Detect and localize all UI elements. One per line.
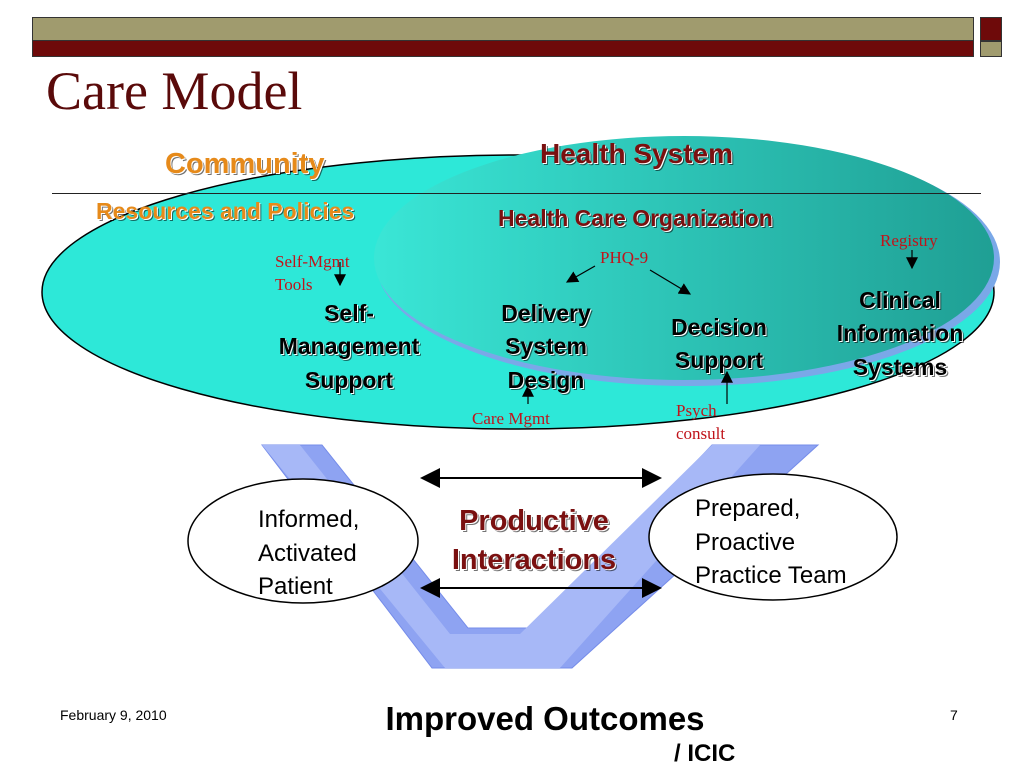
corner-square-olive — [980, 41, 1002, 57]
health-system-label: Health System — [540, 138, 733, 169]
page-number: 7 — [950, 707, 958, 723]
header-bar-olive — [32, 17, 974, 41]
slide-title: Care Model — [46, 61, 303, 121]
source-label: / ICIC — [674, 740, 736, 767]
psych-consult-annotation: Psych consult — [676, 401, 726, 443]
improved-outcomes: Improved Outcomes — [385, 700, 705, 737]
phq9-annotation: PHQ-9 — [600, 248, 649, 267]
phq9-arrow-left — [565, 265, 596, 283]
clinical-information-systems: Clinical Information Systems — [836, 287, 964, 380]
health-care-org-label: Health Care Organization — [498, 205, 773, 231]
divider-line — [52, 193, 981, 194]
slide-date: February 9, 2010 — [60, 707, 167, 723]
informed-activated-patient: Informed, Activated Patient — [258, 506, 360, 601]
community-label: Community — [165, 148, 325, 180]
self-management-support: Self- Management Support — [278, 300, 420, 393]
prepared-proactive-team: Prepared, Proactive Practice Team — [695, 495, 847, 590]
corner-square-maroon — [980, 17, 1002, 41]
resources-policies-label: Resources and Policies — [96, 198, 355, 224]
care-mgmt-annotation: Care Mgmt — [472, 409, 550, 428]
decision-support: Decision Support — [671, 314, 767, 374]
self-mgmt-tools-annotation: Self-Mgmt Tools — [275, 252, 350, 294]
phq9-arrow-right — [649, 269, 692, 295]
health-system-ellipse — [374, 136, 994, 380]
team-ellipse — [648, 473, 898, 601]
registry-annotation: Registry — [880, 231, 938, 250]
header-bar-maroon — [32, 41, 974, 57]
delivery-system-design: Delivery System Design — [501, 300, 591, 393]
patient-ellipse — [187, 478, 419, 604]
productive-interactions: Productive Interactions — [451, 505, 617, 577]
